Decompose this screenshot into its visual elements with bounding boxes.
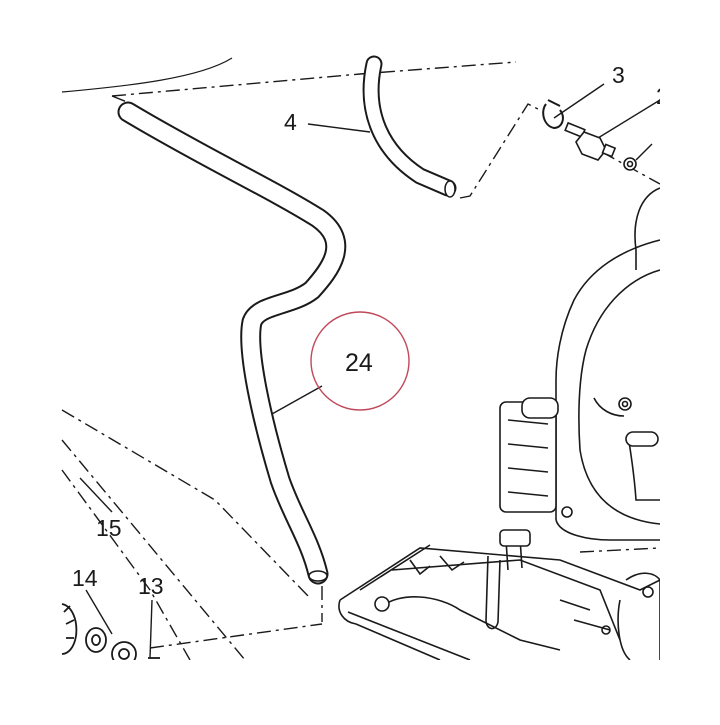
- hose-4: [362, 55, 457, 198]
- callout-4: 4: [284, 109, 297, 135]
- callout-14: 14: [72, 565, 98, 591]
- engine-housing: [499, 187, 661, 541]
- dashed-leader-lines: [61, 61, 661, 661]
- fairing-outline: [61, 57, 233, 93]
- fitting-2: [564, 121, 637, 171]
- highlight-circle: [310, 311, 410, 411]
- frame-structure: [338, 529, 661, 661]
- callout-leaders: [79, 83, 661, 659]
- crop-mask-right: [660, 0, 720, 720]
- callout-24: 24: [345, 349, 373, 377]
- callout-15: 15: [96, 515, 122, 541]
- clip-3: [542, 99, 564, 130]
- hose-24-end: [308, 570, 328, 582]
- hose-24: [117, 101, 347, 585]
- grommets-13-14: [61, 603, 160, 667]
- callout-13: 13: [138, 573, 164, 599]
- crop-mask-bottom: [0, 660, 720, 720]
- callout-3: 3: [612, 62, 625, 88]
